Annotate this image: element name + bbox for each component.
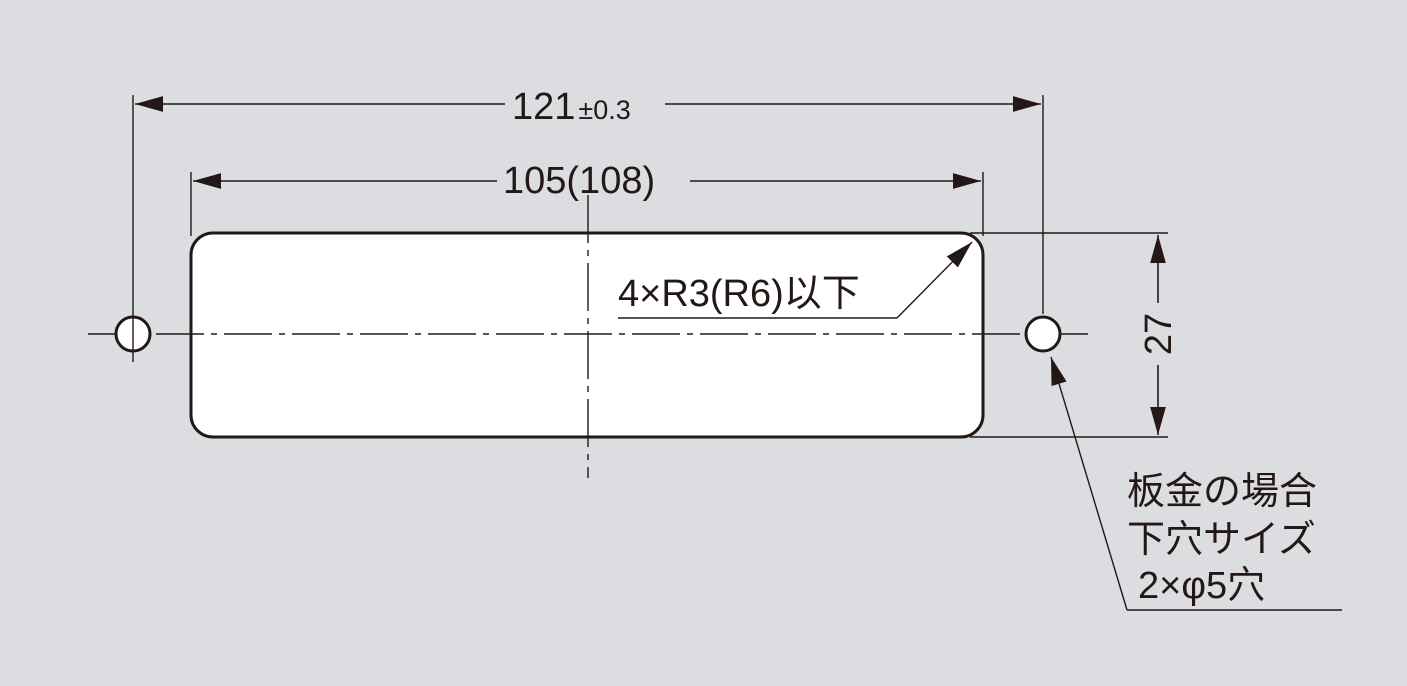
corner-radius-leader (896, 241, 973, 319)
cutout-outline (189, 231, 985, 439)
note-line-1: 板金の場合 (1127, 471, 1317, 513)
dimension-121-label: 121±0.3 (512, 86, 631, 128)
note-line-2: 下穴サイズ (1127, 519, 1316, 561)
note-leader (1050, 356, 1128, 611)
note-line-3: 2×φ5穴 (1138, 565, 1265, 607)
dimension-121-tolerance: ±0.3 (578, 95, 630, 125)
dimension-27-label: 27 (1138, 313, 1180, 355)
dimension-105-label: 105(108) (503, 160, 655, 202)
right-hole (1024, 315, 1062, 353)
corner-radius-label: 4×R3(R6)以下 (618, 273, 860, 315)
